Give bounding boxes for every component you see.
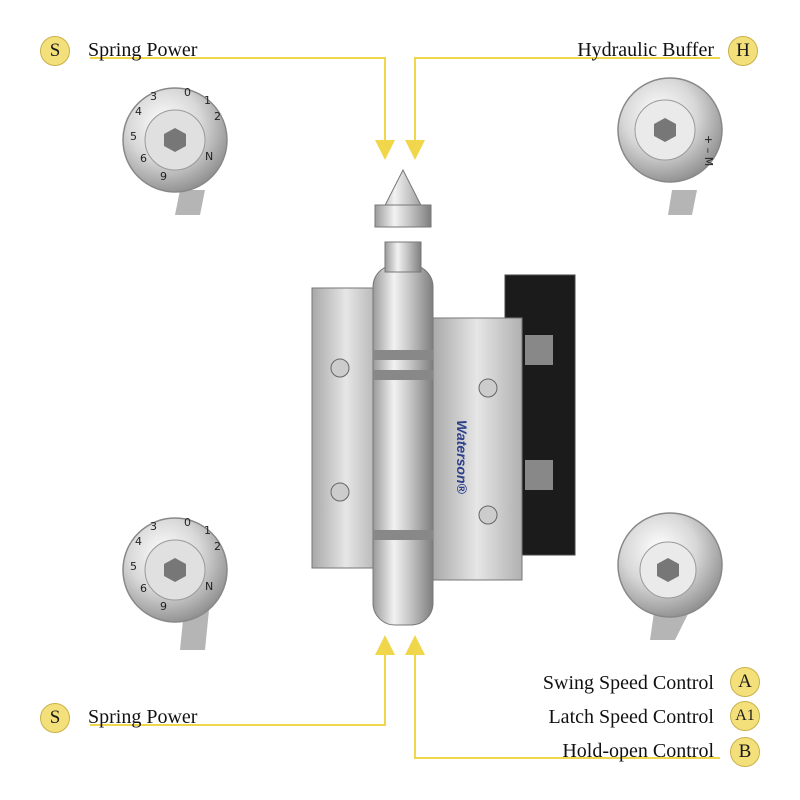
brand-logo-text: Waterson: [454, 420, 470, 484]
svg-text:0: 0: [184, 86, 191, 99]
hydraulic-dial-bottom-icon: [617, 512, 723, 640]
svg-text:1: 1: [204, 524, 211, 537]
svg-text:6: 6: [140, 582, 147, 595]
svg-text:2: 2: [214, 540, 221, 553]
svg-text:0: 0: [184, 516, 191, 529]
badge-spring-power-bottom: S: [40, 703, 70, 733]
svg-text:2: 2: [214, 110, 221, 123]
hydraulic-dial-top-icon: + – M: [617, 77, 723, 215]
svg-text:1: 1: [204, 94, 211, 107]
leader-bottom-left: [90, 635, 395, 726]
svg-text:9: 9: [160, 600, 167, 613]
svg-text:4: 4: [135, 535, 142, 548]
svg-text:N: N: [205, 580, 213, 593]
badge-spring-power-top: S: [40, 36, 70, 66]
leader-bottom-right: [405, 635, 720, 759]
label-spring-power-bottom: Spring Power: [88, 706, 198, 728]
svg-text:3: 3: [150, 520, 157, 533]
svg-text:5: 5: [130, 560, 137, 573]
leader-top-right: [405, 57, 720, 160]
badge-latch-speed: A1: [730, 701, 760, 731]
svg-text:3: 3: [150, 90, 157, 103]
badge-hydraulic-buffer: H: [728, 36, 758, 66]
svg-text:6: 6: [140, 152, 147, 165]
svg-text:+ – M: + – M: [702, 135, 715, 166]
brand-mark: ®: [454, 483, 470, 494]
badge-hold-open: B: [730, 737, 760, 767]
hinge-illustration: [311, 168, 576, 626]
label-swing-speed-control: Swing Speed Control: [542, 672, 714, 694]
svg-text:9: 9: [160, 170, 167, 183]
spring-dial-top-icon: 012 34 5 69 N: [122, 86, 228, 215]
svg-text:5: 5: [130, 130, 137, 143]
label-latch-speed-control: Latch Speed Control: [548, 706, 714, 728]
label-hydraulic-buffer: Hydraulic Buffer: [577, 39, 714, 61]
leader-top-left: [90, 57, 395, 160]
svg-text:N: N: [205, 150, 213, 163]
brand-logo: Waterson®: [454, 420, 470, 500]
spring-dial-bottom-icon: 012 34 5 69 N: [122, 516, 228, 650]
badge-swing-speed: A: [730, 667, 760, 697]
svg-text:4: 4: [135, 105, 142, 118]
label-spring-power-top: Spring Power: [88, 39, 198, 61]
label-hold-open-control: Hold-open Control: [562, 740, 714, 762]
